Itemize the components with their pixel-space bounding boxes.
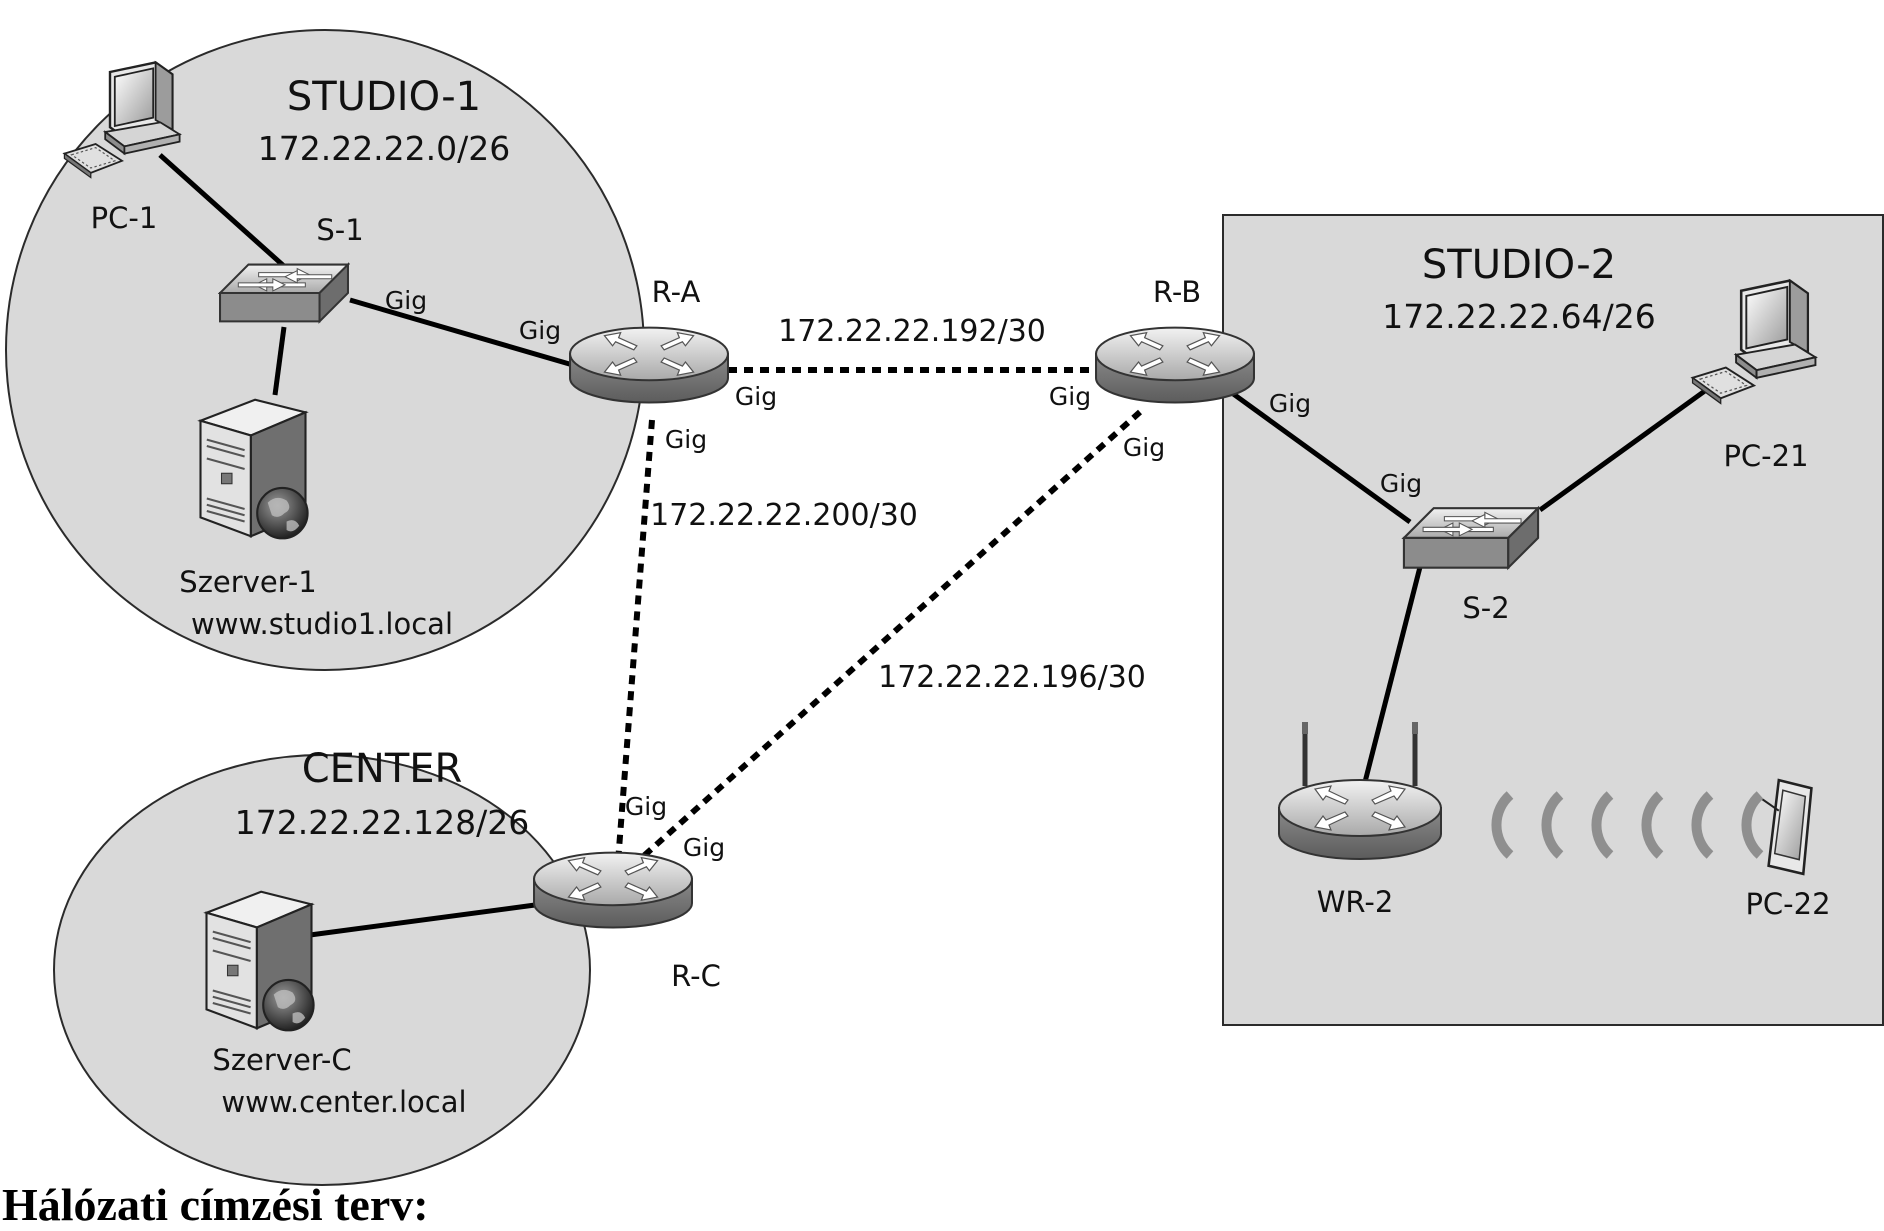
link-rb-rc — [625, 409, 1143, 873]
port-label: Gig — [385, 286, 427, 315]
s1-label: S-1 — [316, 213, 363, 247]
port-label: Gig — [683, 833, 725, 862]
ra-label: R-A — [652, 275, 701, 309]
s2-label: S-2 — [1462, 591, 1509, 625]
port-label: Gig — [1049, 382, 1091, 411]
wireless-signal-icon — [1491, 791, 1764, 859]
pc21-label: PC-21 — [1723, 439, 1808, 473]
section-heading: Hálózati címzési terv: — [2, 1179, 429, 1230]
studio2-title: STUDIO-2 — [1422, 242, 1616, 288]
port-label: Gig — [519, 316, 561, 345]
link-s2-wr2 — [1362, 566, 1423, 783]
ra-rb-network: 172.22.22.192/30 — [778, 314, 1046, 349]
port-label: Gig — [735, 382, 777, 411]
center-title: CENTER — [302, 746, 463, 792]
server1-icon[interactable] — [199, 398, 309, 540]
port-label: Gig — [1380, 469, 1422, 498]
serverc-label: Szerver-C — [212, 1043, 351, 1077]
port-label: Gig — [625, 792, 667, 821]
link-s1-ra — [349, 297, 591, 373]
link-ra-rc — [615, 419, 655, 863]
link-rc-serverc — [309, 902, 536, 938]
serverc-url: www.center.local — [221, 1085, 466, 1119]
zone-center — [53, 754, 591, 1186]
ra-router-icon[interactable] — [569, 326, 729, 404]
port-label: Gig — [1123, 433, 1165, 462]
studio1-title: STUDIO-1 — [287, 74, 481, 120]
center-network: 172.22.22.128/26 — [235, 803, 530, 842]
rc-router-icon[interactable] — [533, 851, 693, 929]
rb-router-icon[interactable] — [1095, 326, 1255, 404]
link-s2-pc21 — [1538, 377, 1722, 513]
link-s1-server1 — [272, 326, 287, 396]
studio1-network: 172.22.22.0/26 — [258, 129, 511, 168]
link-rb-s2 — [1230, 390, 1412, 525]
link-pc1-s1 — [158, 153, 287, 269]
s1-switch-icon[interactable] — [218, 263, 350, 323]
rb-label: R-B — [1153, 275, 1201, 309]
studio2-network: 172.22.22.64/26 — [1382, 297, 1656, 336]
server1-label: Szerver-1 — [179, 565, 316, 599]
ra-rc-network: 172.22.22.200/30 — [650, 498, 918, 533]
pc22-label: PC-22 — [1745, 887, 1830, 921]
zone-studio1 — [5, 29, 645, 671]
port-label: Gig — [1269, 389, 1311, 418]
port-label: Gig — [665, 425, 707, 454]
serverc-icon[interactable] — [205, 890, 315, 1032]
rc-label: R-C — [671, 959, 721, 993]
pc1-label: PC-1 — [91, 201, 158, 235]
wr2-label: WR-2 — [1317, 885, 1394, 919]
server1-url: www.studio1.local — [191, 607, 453, 641]
rb-rc-network: 172.22.22.196/30 — [878, 660, 1146, 695]
s2-switch-icon[interactable] — [1402, 506, 1540, 569]
